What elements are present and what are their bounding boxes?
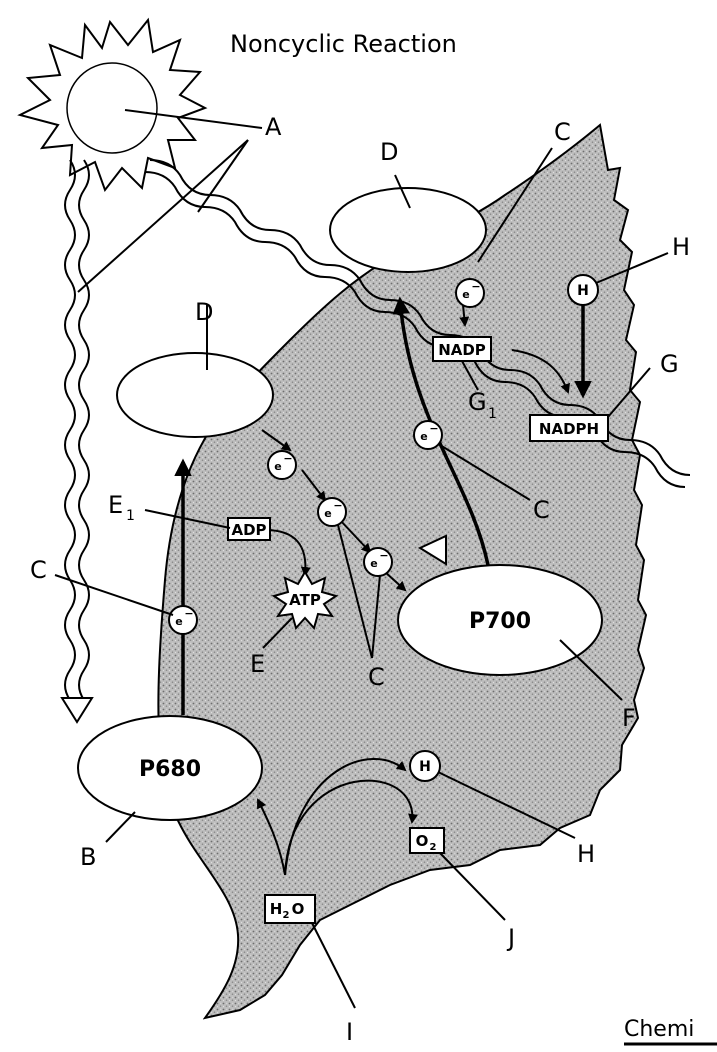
svg-text:ADP: ADP [231,521,266,539]
svg-text:2: 2 [283,910,290,921]
svg-text:O: O [416,832,429,850]
sun-core [66,62,158,154]
label-e: E [250,650,265,678]
adp-box: ADP [227,517,271,541]
label-c-top: C [554,118,571,146]
atp-burst: ATP [271,570,339,631]
svg-text:e: e [324,507,331,520]
p680-label: P680 [139,757,201,782]
label-d-lower: D [195,298,213,326]
label-c-left: C [30,556,47,584]
svg-text:O: O [292,900,305,918]
svg-text:e: e [370,557,377,570]
electron-carrier-c4: e − [363,547,393,577]
svg-text:−: − [333,499,342,512]
diagram-title: Noncyclic Reaction [230,30,457,58]
svg-text:e: e [420,430,427,443]
electron-carrier-c1: e − [168,605,198,635]
svg-text:2: 2 [430,842,437,853]
h2o-box: H 2 O [264,894,316,924]
electron-carrier-c3: e − [317,497,347,527]
label-h-upper: H [672,233,690,261]
p680-photosystem [77,715,263,821]
svg-text:E: E [108,491,123,519]
label-b: B [80,843,96,871]
svg-text:H: H [577,283,589,299]
label-e1: E 1 [108,491,135,524]
svg-text:NADPH: NADPH [539,420,599,438]
svg-text:−: − [429,422,438,435]
o2-box: O 2 [409,827,445,854]
label-d-upper: D [380,138,398,166]
electron-carrier-c2: e − [267,450,297,480]
svg-text:H: H [419,759,431,775]
label-h-lower: H [577,840,595,868]
label-g1: G 1 [468,388,497,422]
svg-text:−: − [379,549,388,562]
label-j: J [506,924,515,952]
svg-text:G: G [468,388,487,416]
label-a: A [265,113,282,141]
svg-text:e: e [175,615,182,628]
label-f: F [622,704,636,732]
svg-text:−: − [471,280,480,293]
light-beam-left [60,159,94,724]
svg-text:e: e [274,460,281,473]
nadp-box: NADP [432,336,492,362]
electron-acceptor-upper [329,187,487,273]
hydrogen-ion-upper: H [567,274,599,306]
label-i: I [346,1018,353,1046]
label-c-bottom: C [368,663,385,691]
p700-label: P700 [469,609,531,634]
svg-text:H: H [270,900,283,918]
svg-text:NADP: NADP [438,341,486,359]
svg-text:1: 1 [126,508,135,524]
footer-text: Chemi [624,1017,694,1042]
leader-lines [54,109,669,1009]
electron-acceptor-lower [116,352,274,438]
p700-photosystem [397,564,603,676]
svg-text:e: e [462,288,469,301]
nadph-box: NADPH [529,414,609,442]
svg-text:1: 1 [488,406,497,422]
svg-text:−: − [184,607,193,620]
label-c-right: C [533,496,550,524]
electron-carrier-c5: e − [413,420,443,450]
label-g: G [660,350,679,378]
svg-text:ATP: ATP [289,591,321,609]
svg-text:−: − [283,452,292,465]
hydrogen-ion-lower: H [409,750,441,782]
electron-carrier-c6: e − [455,278,485,308]
